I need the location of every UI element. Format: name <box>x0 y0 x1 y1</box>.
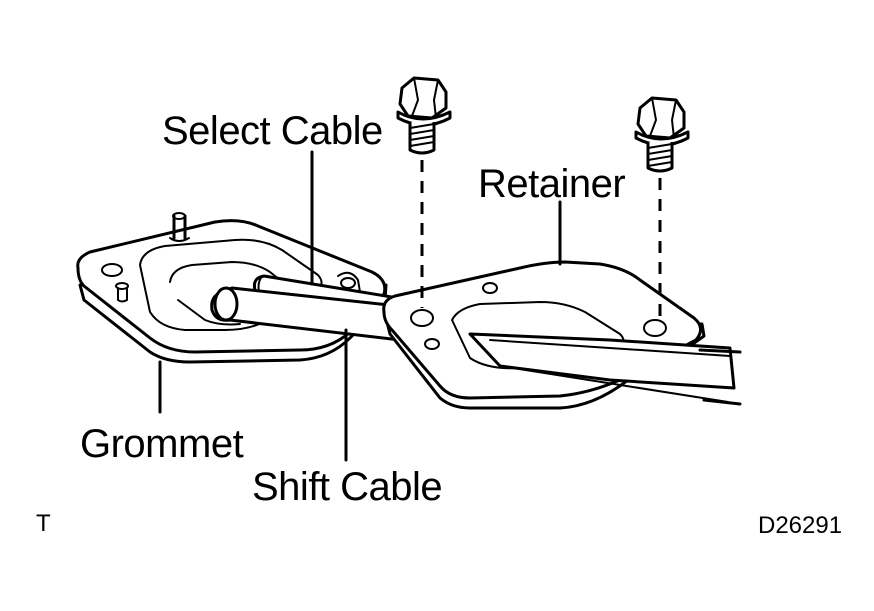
figure-code: D26291 <box>758 512 843 539</box>
shift-cable <box>210 286 402 342</box>
corner-mark: T <box>36 510 51 537</box>
bolt-right <box>634 96 690 173</box>
bolt-left <box>396 76 452 155</box>
shift-cable-label: Shift Cable <box>252 465 443 509</box>
grommet-label: Grommet <box>80 422 244 466</box>
select-cable-label: Select Cable <box>162 109 383 153</box>
retainer-label: Retainer <box>478 162 626 206</box>
cables-right <box>468 332 742 406</box>
retainer-plate <box>382 260 706 410</box>
